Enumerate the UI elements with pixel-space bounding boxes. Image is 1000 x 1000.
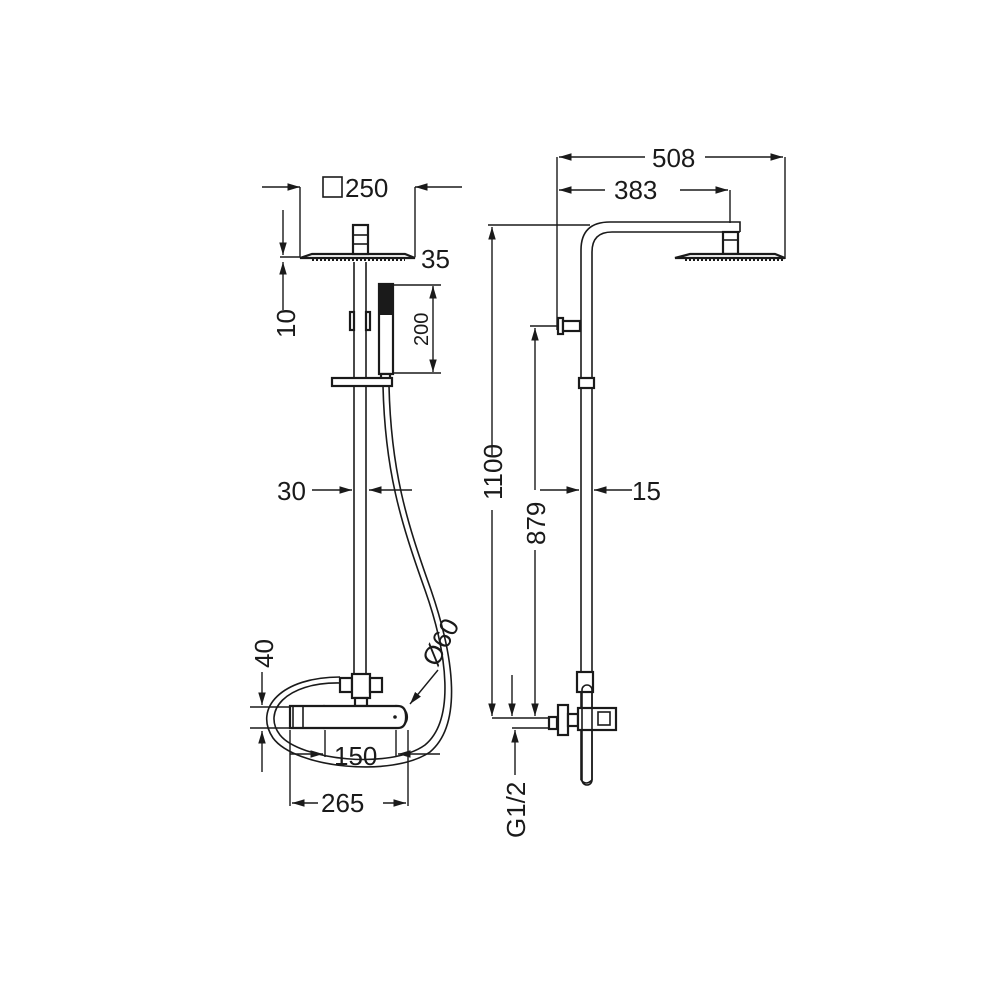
hand-shower: [377, 282, 395, 386]
head-thickness-label: 35: [421, 244, 450, 274]
mixer-width-dimension: 265: [289, 730, 409, 818]
riser-spacing-label: 30: [277, 476, 306, 506]
inlet-spacing-dimension: 150: [290, 730, 440, 771]
hand-shower-length-label: 200: [411, 313, 433, 346]
bracket-height-dimension: 879: [521, 325, 558, 716]
front-view: 250 35 10: [249, 173, 465, 818]
arm-total-label: 508: [652, 143, 695, 173]
riser-spacing-dimension: 30: [277, 476, 412, 506]
bracket-height-label: 879: [521, 502, 551, 545]
inlet-thread-dimension: G1/2: [501, 730, 531, 838]
riser-pipe: [348, 262, 372, 676]
shower-arm: [577, 221, 741, 784]
hose-loop-dimension: Ø60: [409, 613, 466, 705]
hand-shower-dimension: 200: [393, 284, 441, 374]
inlet-thread-label: G1/2: [501, 782, 531, 838]
arm-total-dimension: 508: [556, 143, 786, 330]
mixer: [288, 672, 409, 730]
shower-head: [299, 223, 416, 261]
mixer-height-label: 40: [249, 639, 279, 668]
arm-to-head-dimension: 383: [559, 175, 731, 223]
side-mixer: [492, 670, 618, 786]
head-offset-dimension: 10: [271, 210, 301, 338]
head-width-dimension: 250: [262, 173, 462, 257]
side-shower-head: [674, 230, 786, 261]
square-icon: [322, 176, 343, 198]
wall-gap-label: 15: [632, 476, 661, 506]
slide-holder: [330, 376, 394, 388]
inlet-spacing-label: 150: [334, 741, 377, 771]
hose-loop-label: Ø60: [416, 613, 466, 670]
wall-bracket: [556, 316, 582, 336]
mixer-width-label: 265: [321, 788, 364, 818]
mixer-height-dimension: 40: [249, 639, 290, 772]
total-height-label: 1100: [478, 444, 508, 500]
head-offset-label: 10: [271, 309, 301, 338]
hose: [266, 385, 453, 768]
wall-gap-dimension: 15: [540, 476, 661, 506]
side-view: 508 383: [478, 143, 786, 838]
arm-to-head-label: 383: [614, 175, 657, 205]
total-height-dimension: 1100: [478, 224, 590, 716]
head-size-label: 250: [345, 173, 388, 203]
